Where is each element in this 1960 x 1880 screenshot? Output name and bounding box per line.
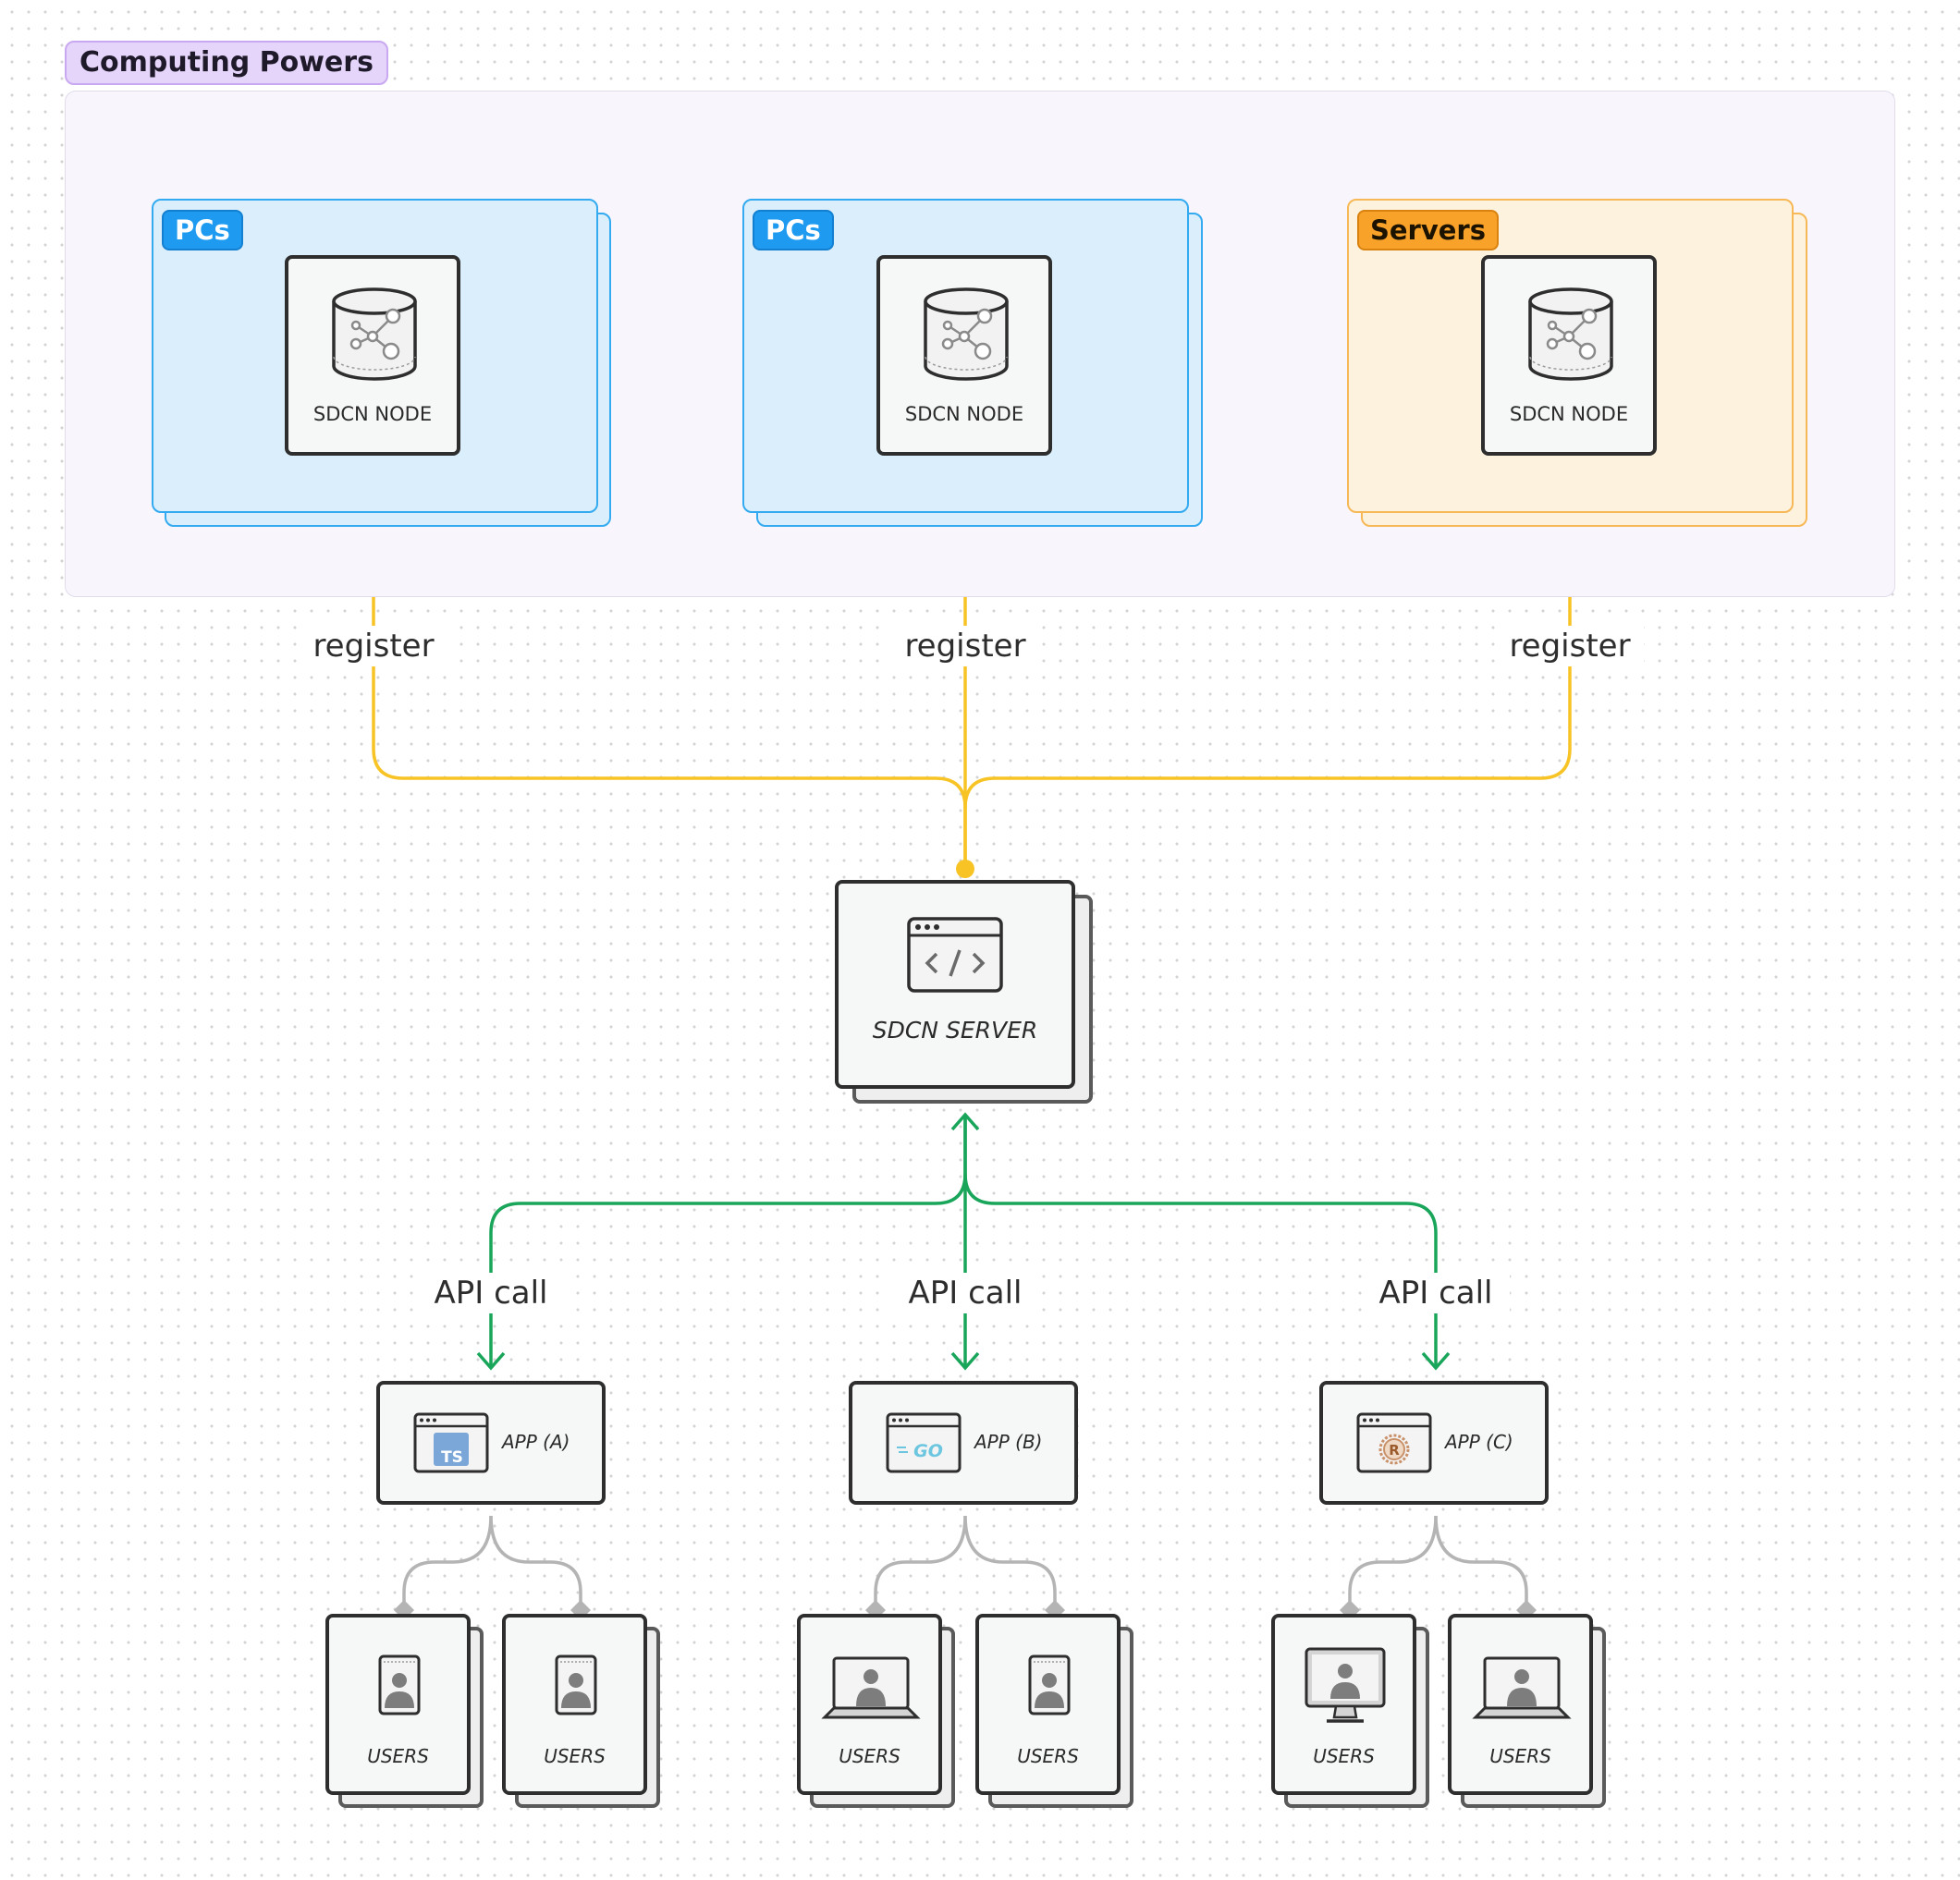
users-4[interactable]: USERS xyxy=(975,1614,1121,1795)
app-c[interactable]: R APP (C) xyxy=(1319,1381,1549,1505)
app-b-arrowhead xyxy=(950,1351,980,1371)
node-database-icon xyxy=(1528,287,1613,381)
app-b[interactable]: GO APP (B) xyxy=(849,1381,1078,1505)
users-5[interactable]: USERS xyxy=(1271,1614,1416,1795)
register-label-3: register xyxy=(1496,626,1644,666)
link-a1 xyxy=(402,1515,493,1610)
link-c2 xyxy=(1434,1515,1528,1610)
app-c-arrowhead xyxy=(1421,1351,1451,1371)
mobile-user-icon xyxy=(1028,1654,1071,1715)
cluster-2-tag: PCs xyxy=(753,210,834,250)
users-5-label: USERS xyxy=(1313,1745,1375,1767)
typescript-icon: TS xyxy=(413,1412,489,1473)
svg-text:R: R xyxy=(1389,1442,1400,1459)
api-call-label-b: API call xyxy=(891,1273,1039,1313)
link-b2 xyxy=(963,1515,1057,1610)
node-1-label: SDCN NODE xyxy=(312,403,433,425)
users-1[interactable]: USERS xyxy=(325,1614,471,1795)
link-a2 xyxy=(489,1515,582,1610)
laptop-user-icon xyxy=(821,1656,921,1719)
go-icon: GO xyxy=(886,1412,962,1473)
link-c1 xyxy=(1348,1515,1438,1610)
code-window-icon xyxy=(907,917,1003,993)
users-4-label: USERS xyxy=(1017,1745,1079,1767)
api-call-label-c: API call xyxy=(1362,1273,1510,1313)
users-6[interactable]: USERS xyxy=(1448,1614,1593,1795)
register-label-1: register xyxy=(300,626,447,666)
cluster-3-tag: Servers xyxy=(1357,210,1499,250)
node-3-label: SDCN NODE xyxy=(1509,403,1629,425)
server-register-port xyxy=(956,860,974,878)
app-b-label: APP (B) xyxy=(974,1431,1043,1453)
rust-icon: R xyxy=(1356,1412,1432,1473)
cluster-1-tag: PCs xyxy=(162,210,243,250)
computing-powers-tag: Computing Powers xyxy=(65,41,388,85)
register-wire-3 xyxy=(963,462,1572,809)
mobile-user-icon xyxy=(555,1654,597,1715)
link-b1 xyxy=(874,1515,967,1610)
desktop-user-icon xyxy=(1305,1647,1386,1723)
users-2-label: USERS xyxy=(544,1745,606,1767)
node-2-label: SDCN NODE xyxy=(904,403,1024,425)
users-2[interactable]: USERS xyxy=(502,1614,647,1795)
api-wire-c xyxy=(963,1173,1438,1368)
server-arrowhead xyxy=(950,1112,980,1131)
app-c-label: APP (C) xyxy=(1445,1431,1513,1453)
users-3-label: USERS xyxy=(839,1745,900,1767)
app-a[interactable]: TS APP (A) xyxy=(376,1381,606,1505)
node-database-icon xyxy=(332,287,417,381)
server-label: SDCN SERVER xyxy=(872,1017,1038,1044)
sdcn-node-2[interactable]: SDCN NODE xyxy=(876,255,1052,456)
svg-text:TS: TS xyxy=(441,1448,463,1467)
sdcn-node-1[interactable]: SDCN NODE xyxy=(285,255,460,456)
app-a-label: APP (A) xyxy=(502,1431,570,1453)
users-3[interactable]: USERS xyxy=(797,1614,942,1795)
node-database-icon xyxy=(924,287,1009,381)
users-1-label: USERS xyxy=(367,1745,429,1767)
api-call-label-a: API call xyxy=(417,1273,565,1313)
app-a-arrowhead xyxy=(476,1351,506,1371)
mobile-user-icon xyxy=(378,1654,421,1715)
api-wire-a xyxy=(489,1115,967,1368)
laptop-user-icon xyxy=(1472,1656,1572,1719)
sdcn-server[interactable]: SDCN SERVER xyxy=(835,880,1075,1089)
sdcn-node-3[interactable]: SDCN NODE xyxy=(1481,255,1657,456)
svg-text:GO: GO xyxy=(913,1441,943,1461)
users-6-label: USERS xyxy=(1489,1745,1551,1767)
register-label-2: register xyxy=(891,626,1039,666)
